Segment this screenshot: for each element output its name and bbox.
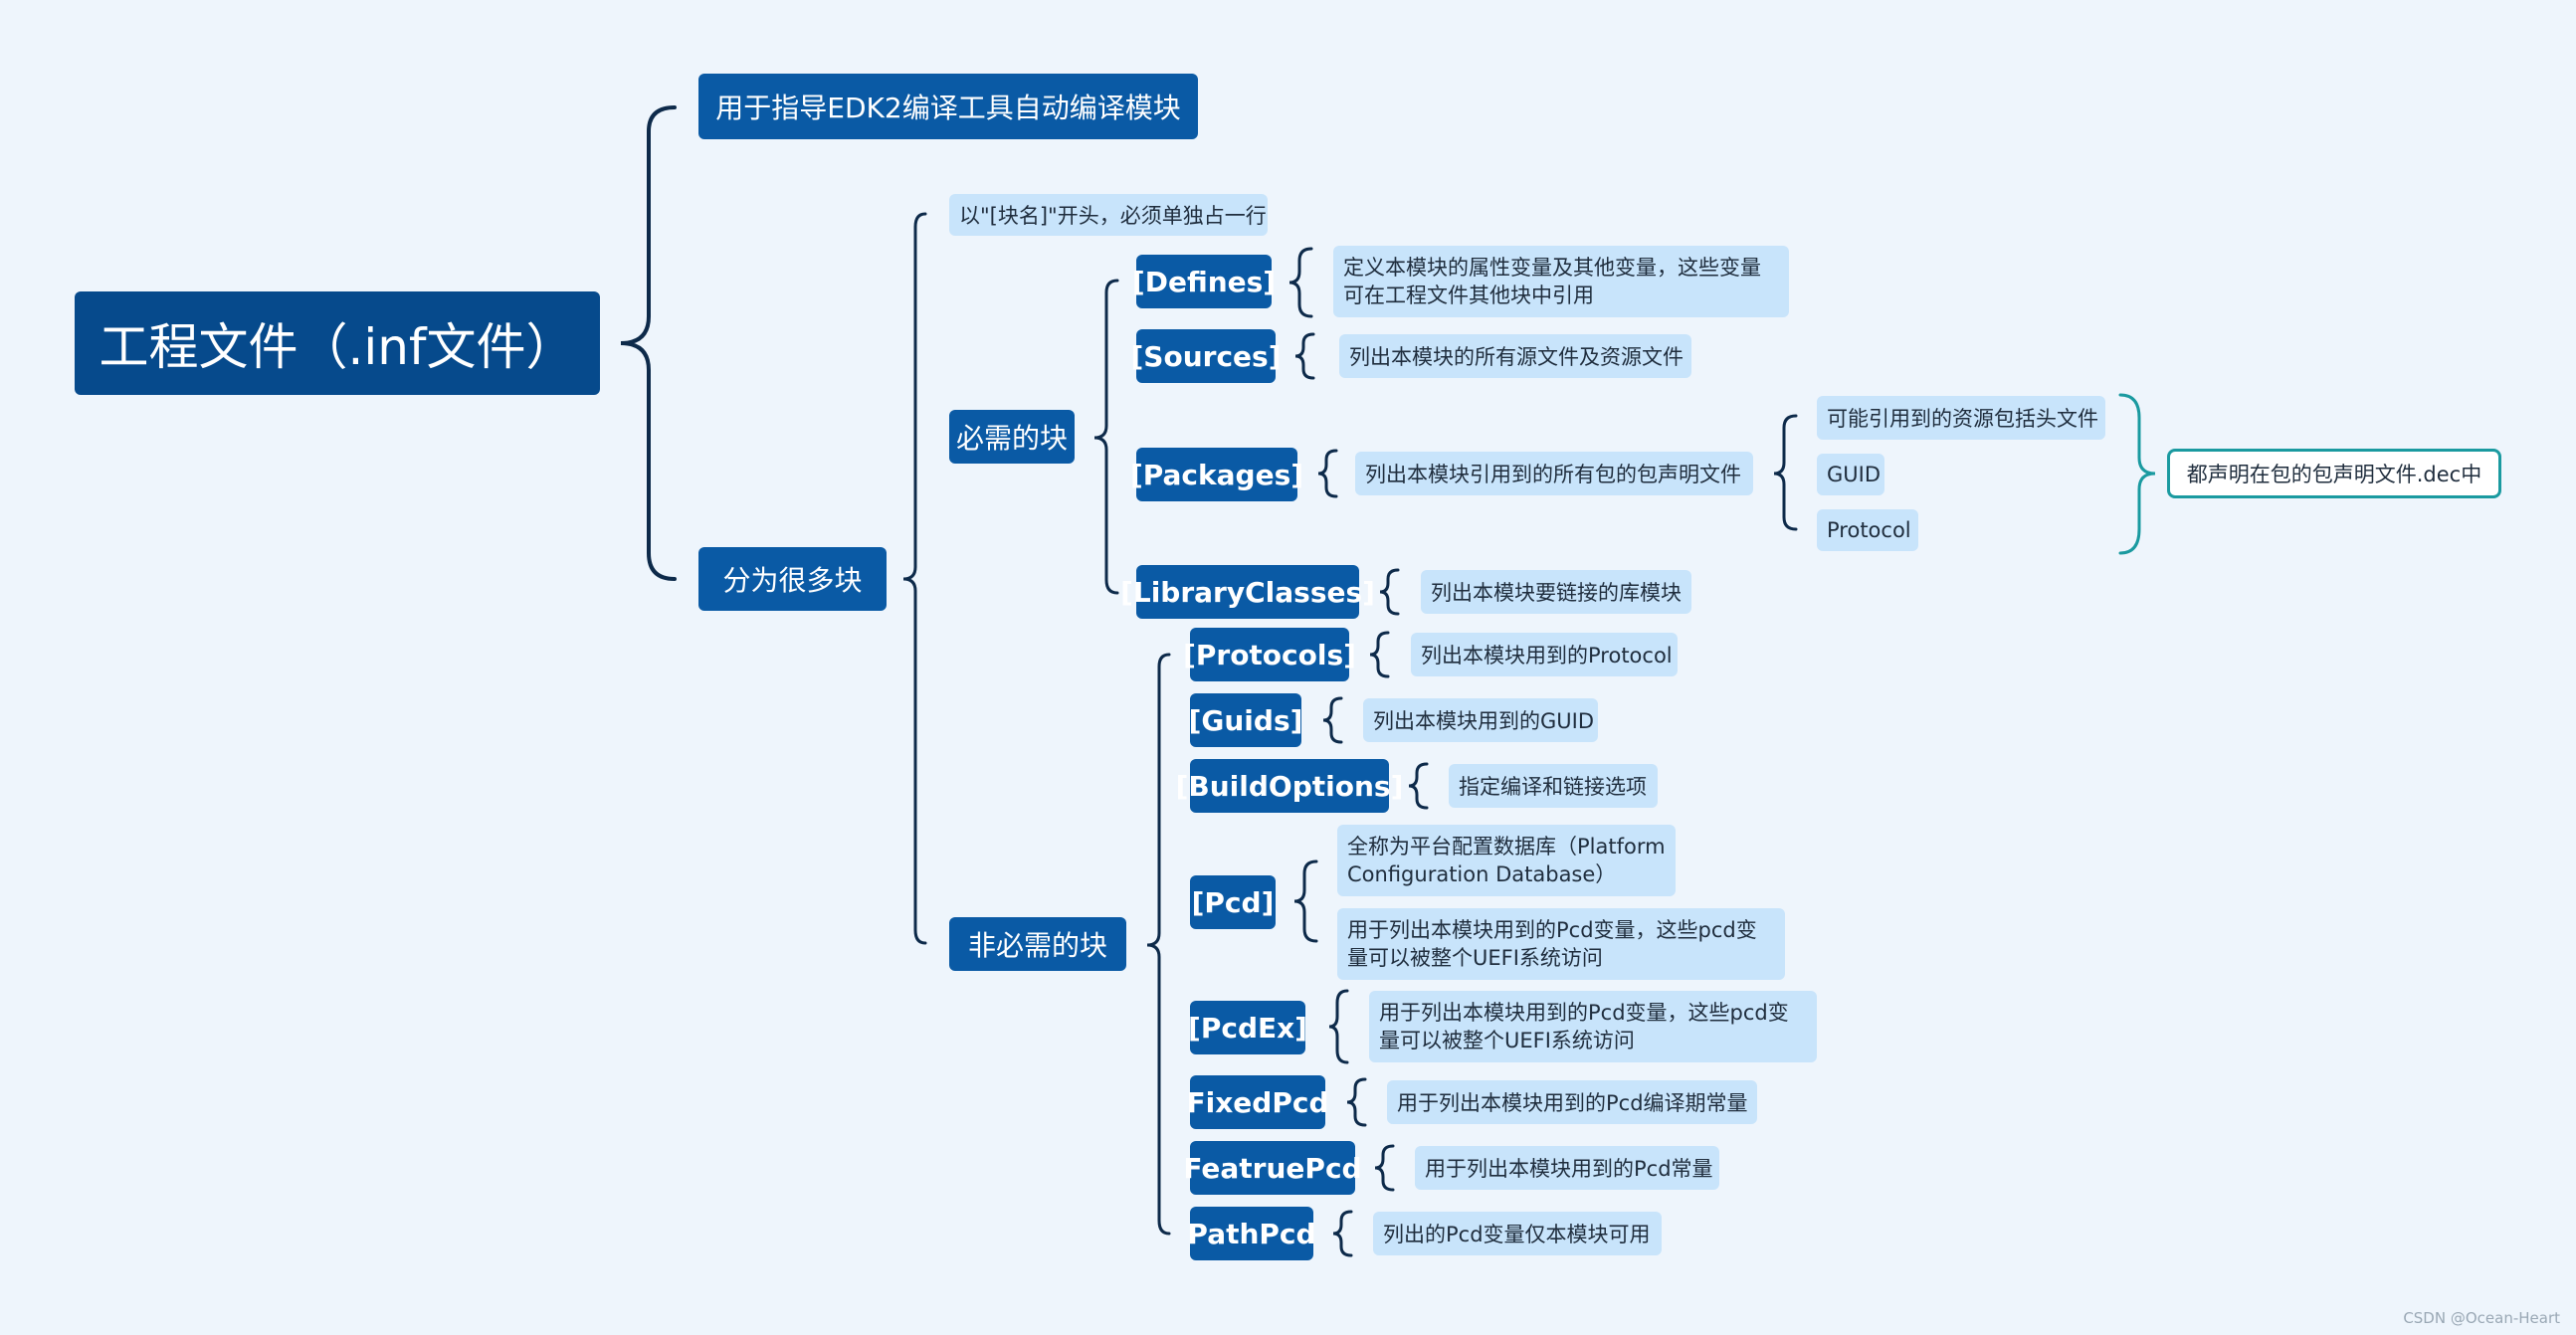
tag-guids: [Guids] [1189,693,1302,747]
block-note: 以"[块名]"开头，必须单独占一行 [949,194,1268,236]
desc-packages: 列出本模块引用到的所有包的包声明文件 [1355,452,1753,495]
tag-pathpcd: PathPcd [1187,1207,1316,1260]
tag-featurepcd: FeatruePcd [1183,1141,1362,1195]
tag-defines: [Defines] [1132,255,1276,308]
desc-fixedpcd: 用于列出本模块用到的Pcd编译期常量 [1387,1080,1757,1124]
desc-sources: 列出本模块的所有源文件及资源文件 [1339,334,1691,378]
packages-summary: 都声明在包的包声明文件.dec中 [2167,449,2501,498]
protocols-brace [1369,631,1390,678]
pcd-brace [1293,859,1318,943]
tag-fixedpcd: FixedPcd [1187,1075,1329,1129]
desc-libraryclasses: 列出本模块要链接的库模块 [1421,570,1691,614]
summary-brace [2118,393,2156,555]
libraryclasses-brace [1379,568,1400,616]
tag-sources: [Sources] [1131,329,1282,383]
required-node: 必需的块 [949,410,1075,464]
fixedpcd-brace [1346,1077,1367,1127]
root-node: 工程文件（.inf文件） [75,291,600,395]
purpose-node: 用于指导EDK2编译工具自动编译模块 [698,74,1198,139]
packages-brace [1317,449,1338,498]
featurepcd-brace [1374,1144,1395,1192]
desc-guids: 列出本模块用到的GUID [1363,698,1598,742]
desc-defines: 定义本模块的属性变量及其他变量，这些变量可在工程文件其他块中引用 [1333,246,1789,317]
required-brace [1093,279,1119,595]
packages-items-brace [1773,414,1798,531]
tag-libraryclasses: [LibraryClasses] [1120,565,1375,619]
desc-pathpcd: 列出的Pcd变量仅本模块可用 [1373,1212,1662,1255]
tag-pcdex: [PcdEx] [1188,1001,1307,1054]
desc-buildoptions: 指定编译和链接选项 [1449,764,1658,808]
desc-protocols: 列出本模块用到的Protocol [1411,633,1678,676]
tag-pcd: [Pcd] [1190,875,1276,929]
desc-pcd-2: 用于列出本模块用到的Pcd变量，这些pcd变量可以被整个UEFI系统访问 [1337,908,1785,980]
guids-brace [1322,696,1343,744]
defines-brace [1288,247,1313,318]
root-brace [620,105,677,581]
desc-pcdex: 用于列出本模块用到的Pcd变量，这些pcd变量可以被整个UEFI系统访问 [1369,991,1817,1062]
pcdex-brace [1328,989,1349,1064]
packages-item-2: Protocol [1817,509,1918,551]
blocks-brace [902,212,927,945]
tag-protocols: [Protocols] [1183,628,1356,681]
packages-item-0: 可能引用到的资源包括头文件 [1817,396,2105,440]
buildoptions-brace [1408,762,1429,810]
desc-pcd-1: 全称为平台配置数据库（Platform Configuration Databa… [1337,825,1676,896]
blocks-node: 分为很多块 [698,547,887,611]
optional-brace [1146,653,1171,1236]
pathpcd-brace [1332,1210,1353,1257]
optional-node: 非必需的块 [949,917,1126,971]
packages-item-1: GUID [1817,454,1884,495]
desc-featurepcd: 用于列出本模块用到的Pcd常量 [1415,1146,1719,1190]
tag-packages: [Packages] [1130,448,1303,501]
sources-brace [1294,332,1315,380]
watermark: CSDN @Ocean-Heart [2403,1309,2560,1327]
tag-buildoptions: [BuildOptions] [1176,759,1403,813]
